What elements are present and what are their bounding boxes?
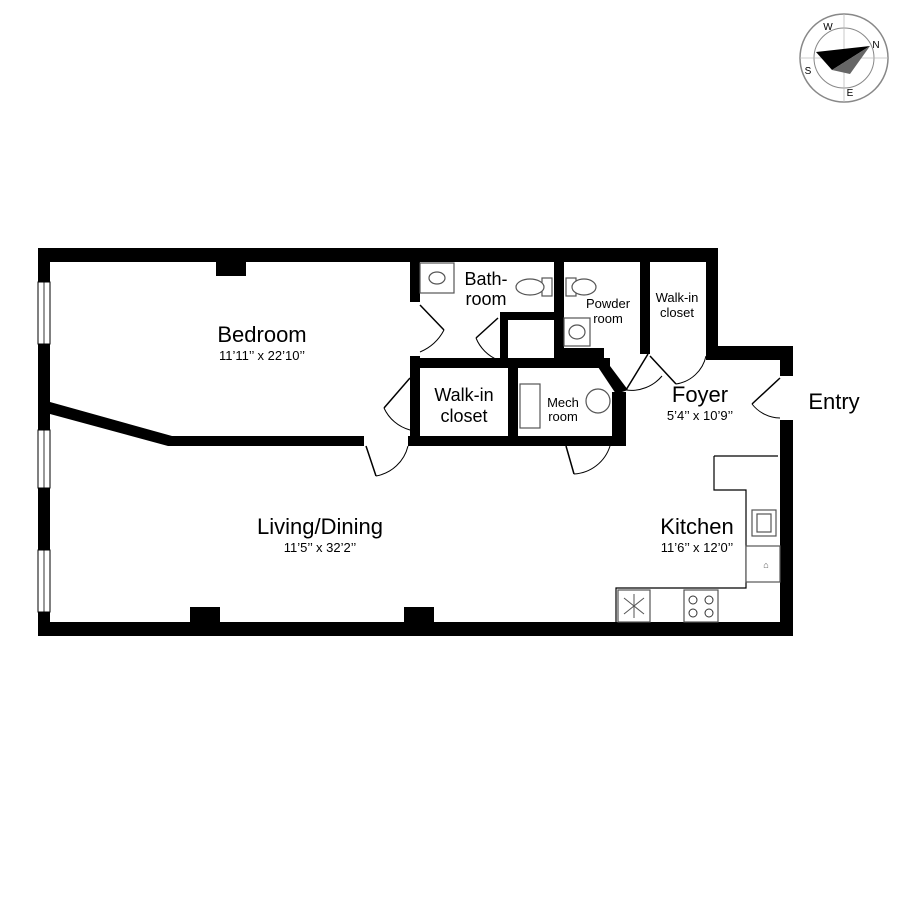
windows [37, 281, 51, 613]
compass-icon: N E S W [799, 13, 889, 103]
fridge-icon [617, 589, 651, 623]
walkin-closet-top-label-line1: Walk-in [656, 290, 699, 305]
compass-w: W [823, 22, 833, 33]
walkin-closet-mid-label-line2: closet [440, 406, 487, 426]
entry-label: Entry [808, 389, 859, 414]
stove-icon [683, 589, 719, 623]
powder-room-label-line1: Powder [586, 296, 631, 311]
walkin-closet-top-label-line2: closet [660, 305, 694, 320]
powder-room-label-line2: room [593, 311, 623, 326]
bathroom-label-line2: room [465, 289, 506, 309]
bathroom-label-line1: Bath- [464, 269, 507, 289]
powder-toilet-icon [565, 277, 597, 297]
mech-room-label-line1: Mech [547, 395, 579, 410]
water-heater-icon [519, 383, 611, 429]
bedroom-label: Bedroom [217, 322, 306, 347]
kitchen-label: Kitchen [660, 514, 733, 539]
svg-text:⌂: ⌂ [763, 560, 768, 570]
compass-n: N [872, 40, 879, 51]
interior-walls [50, 262, 650, 446]
foyer-label: Foyer [672, 382, 728, 407]
dishwasher-icon: ⌂ [745, 545, 781, 583]
living-dining-dims: 11’5’’ x 32’2’’ [284, 540, 357, 555]
walkin-closet-mid-label-line1: Walk-in [434, 385, 493, 405]
kitchen-counter [615, 455, 778, 622]
doors [365, 304, 781, 477]
compass-e: E [847, 88, 854, 99]
toilet-icon [515, 277, 553, 297]
foyer-dims: 5’4’’ x 10’9’’ [667, 408, 733, 423]
living-dining-label: Living/Dining [257, 514, 383, 539]
bedroom-dims: 11’11’’ x 22’10’’ [219, 348, 305, 363]
bathtub-icon [419, 262, 455, 294]
kitchen-dims: 11’6’’ x 12’0’’ [661, 540, 734, 555]
mech-room-label-line2: room [548, 409, 578, 424]
sink-icon [563, 317, 591, 347]
compass-s: S [805, 66, 812, 77]
